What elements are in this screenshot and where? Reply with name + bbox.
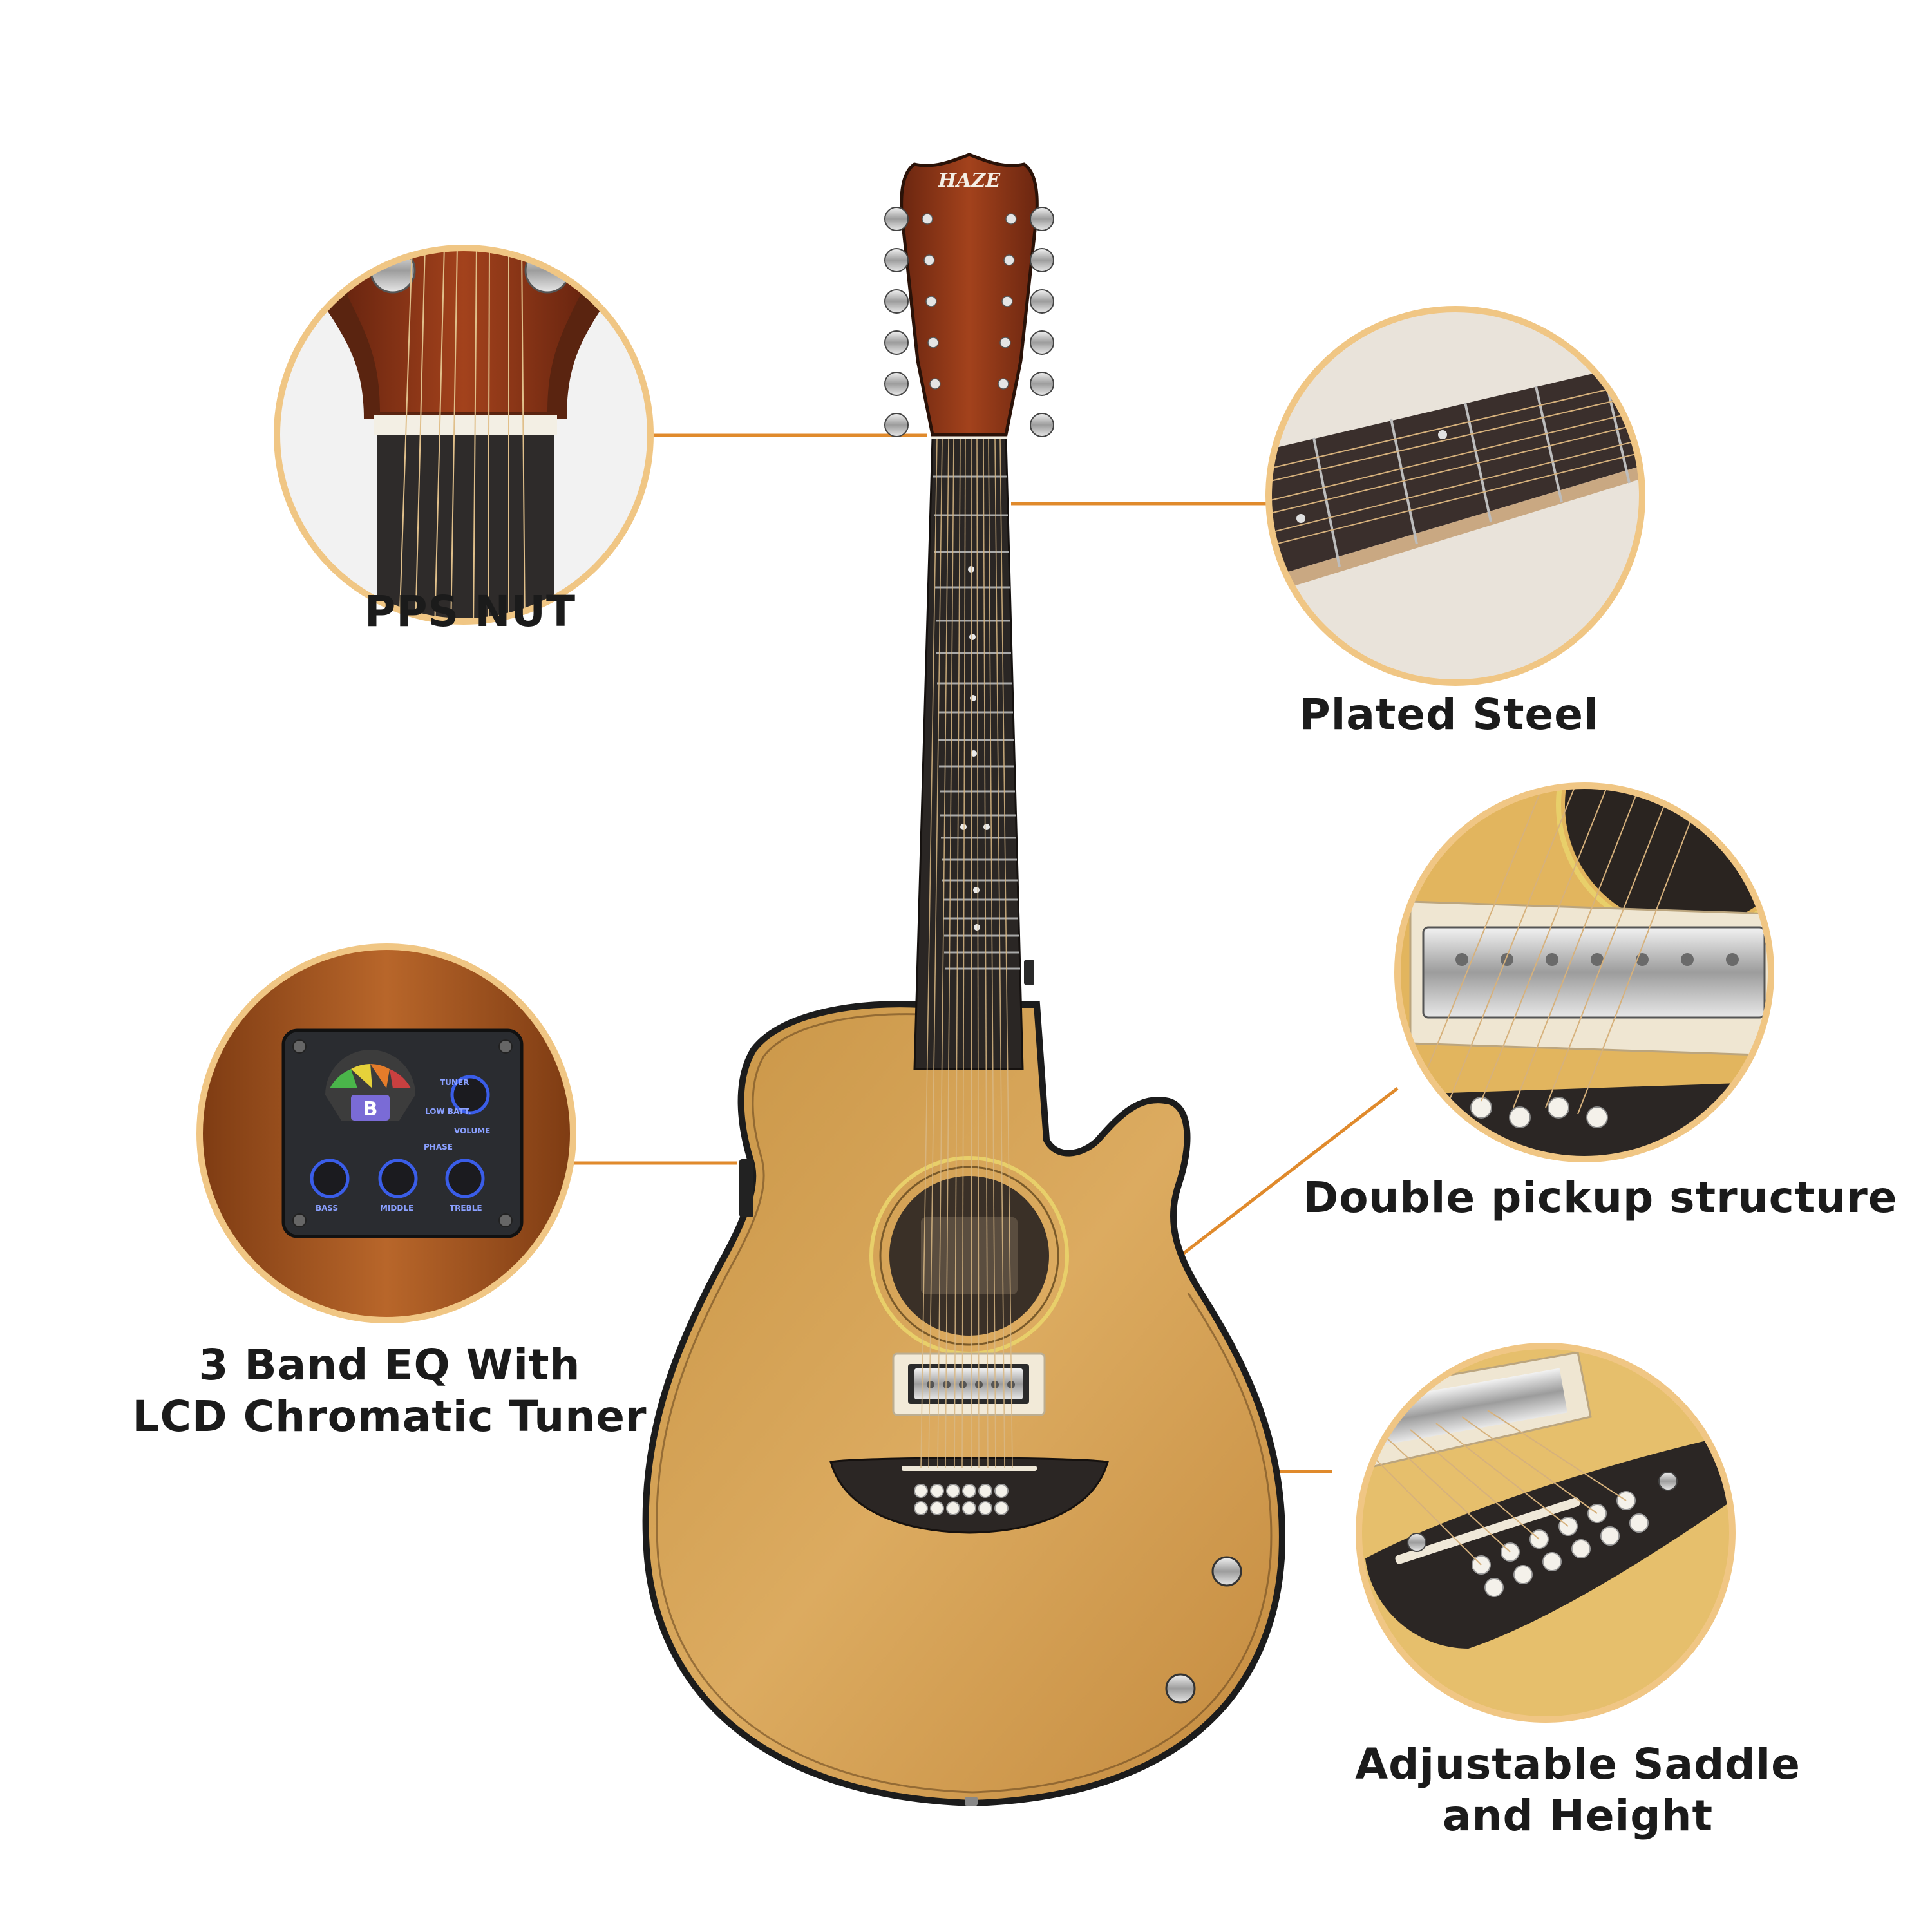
eq-knobs [310,1075,490,1198]
caption-saddle-line-1: Adjustable Saddle [1355,1739,1801,1789]
detail-circle-saddle [1356,1343,1736,1723]
tuning-pegs [884,207,1054,437]
caption-saddle-line-2: and Height [1442,1791,1714,1841]
guitar: HAZE [642,153,1285,1807]
caption-pps-nut: PPS NUT [364,587,576,636]
headstock [900,153,1039,437]
label-phase: PHASE [424,1142,453,1151]
volume-knob [1211,1556,1242,1587]
strings [920,437,1013,1469]
label-volume: VOLUME [454,1126,490,1135]
detail-circle-pickup [1394,782,1774,1162]
label-tuner: TUNER [440,1078,469,1087]
caption-eq-tuner: 3 Band EQ With LCD Chromatic Tuner [84,1340,696,1443]
caption-adjustable-saddle: Adjustable Saddle and Height [1301,1739,1855,1842]
headstock-logo: HAZE [938,169,1001,192]
caption-eq-line-1: 3 Band EQ With [198,1340,581,1390]
bridge-pins [914,1484,1009,1515]
label-low-batt: LOW BATT. [425,1107,471,1116]
caption-eq-line-2: LCD Chromatic Tuner [132,1392,647,1441]
detail-circle-eq: B TUNER LOW BATT. VOLUME PHASE BASS MIDD… [196,943,576,1323]
label-middle: MIDDLE [380,1204,413,1213]
tuner-note: B [363,1098,378,1121]
frets [933,475,1020,970]
tone-knob [1165,1673,1196,1704]
preamp-edge [739,1159,753,1217]
label-treble: TREBLE [450,1204,482,1213]
detail-circle-steel [1265,306,1645,686]
label-bass: BASS [316,1204,338,1213]
detail-circle-nut [274,245,654,625]
caption-double-pickup: Double pickup structure [1303,1173,1898,1222]
caption-plated-steel: Plated Steel [1299,690,1599,739]
